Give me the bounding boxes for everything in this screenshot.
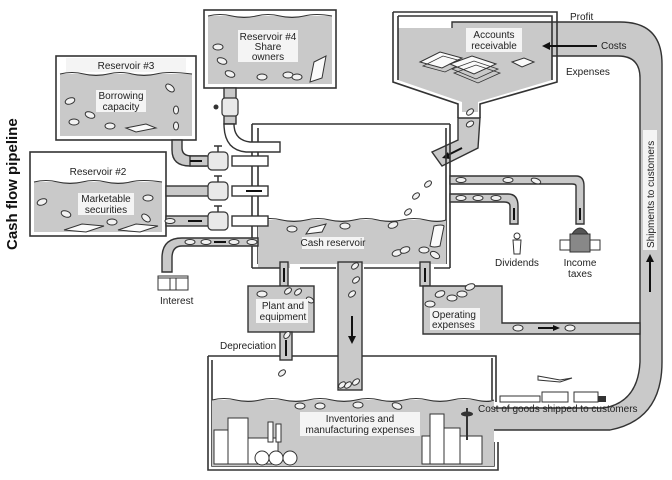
operating-expenses-reservoir: Operating expenses: [419, 261, 641, 335]
operating-expenses-label-2: expenses: [432, 320, 475, 331]
shipments-pipe: [451, 21, 663, 431]
capitol-building-icon: [559, 227, 601, 253]
inventories-reservoir: Inventories and manufacturing expenses: [207, 355, 499, 471]
costs-label: Costs: [601, 41, 627, 52]
inflow-pipes: [161, 145, 269, 273]
cash-reservoir-tank: Cash reservoir: [251, 123, 451, 269]
diagram-title: Cash flow pipeline: [4, 118, 21, 250]
inventories-label-1: Inventories and: [326, 414, 394, 425]
shareholder-figure-icon: [512, 232, 522, 255]
cost-of-goods-label: Cost of goods shipped to customers: [478, 404, 638, 415]
plant-equipment-reservoir: Plant and equipment: [247, 261, 315, 361]
valve-reservoir-2-top: [207, 175, 229, 201]
dividends-income-tax-pipes: [449, 175, 585, 225]
interest-label: Interest: [160, 296, 194, 307]
accounts-receivable-reservoir: Accounts receivable: [392, 11, 558, 118]
profit-label: Profit: [570, 12, 594, 23]
accounts-receivable-label-1: Accounts: [473, 30, 514, 41]
reservoir-2-content-1: Marketable: [81, 194, 131, 205]
bank-building-icon: [157, 275, 189, 291]
delivery-vehicles-icon: [499, 375, 606, 403]
reservoir-3-content-2: capacity: [103, 102, 140, 113]
operating-expenses-label-1: Operating: [432, 310, 476, 321]
reservoir-4-valve: [221, 97, 239, 117]
reservoir-4-share-owners: Reservoir #4 Share owners: [203, 9, 337, 153]
reservoir-3-content-1: Borrowing: [98, 91, 143, 102]
receivables-chute: [430, 108, 481, 167]
reservoir-3-borrowing-capacity: Reservoir #3 Borrowing capacity: [55, 55, 207, 167]
inventories-label-2: manufacturing expenses: [306, 425, 415, 436]
reservoir-2-marketable-securities: Reservoir #2 Marketable securities: [29, 151, 167, 237]
plant-equipment-label-2: equipment: [260, 312, 307, 323]
reservoir-2-content-2: securities: [85, 205, 127, 216]
invoice-stacks-icon: [418, 51, 536, 84]
inventory-feed-pipe: [337, 261, 363, 391]
income-taxes-label-1: Income: [564, 258, 597, 269]
valve-reservoir-3: [207, 145, 229, 171]
accounts-receivable-label-2: receivable: [471, 41, 517, 52]
reservoir-4-name: Reservoir #4: [240, 32, 297, 43]
expenses-label: Expenses: [566, 67, 610, 78]
cash-reservoir-label: Cash reservoir: [300, 238, 366, 249]
dividends-label: Dividends: [495, 258, 539, 269]
reservoir-3-name: Reservoir #3: [98, 61, 155, 72]
valve-reservoir-2-bottom: [207, 205, 229, 231]
depreciation-label: Depreciation: [220, 341, 276, 352]
costs-arrowhead-icon: [542, 42, 550, 50]
city-skyline-icon: [421, 408, 483, 465]
reservoir-4-content-1: Share: [255, 42, 282, 53]
plant-equipment-label-1: Plant and: [262, 301, 304, 312]
income-taxes-label-2: taxes: [568, 269, 592, 280]
shipments-label: Shipments to customers: [646, 141, 657, 248]
reservoir-2-name: Reservoir #2: [70, 167, 127, 178]
factory-icon: [213, 417, 298, 466]
reservoir-4-content-2: owners: [252, 52, 284, 63]
